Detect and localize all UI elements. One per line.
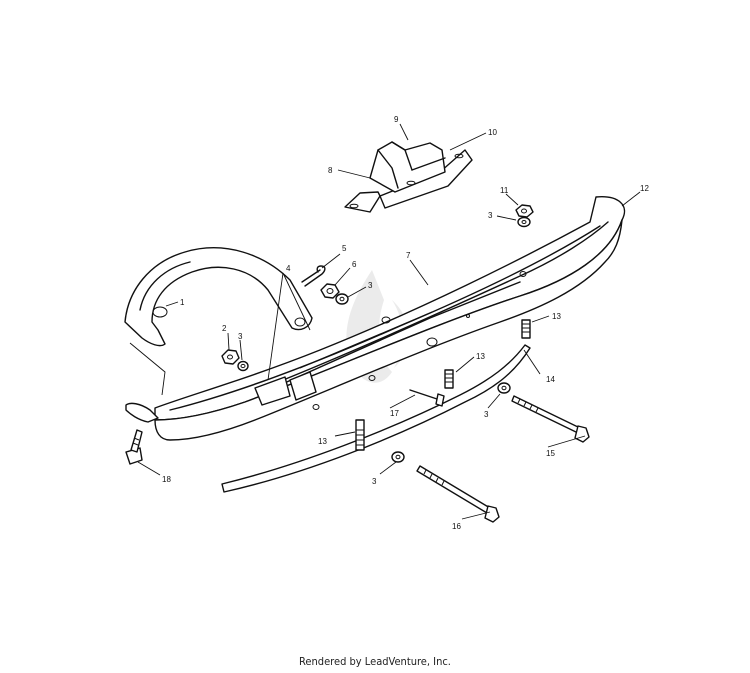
wear-bar-part xyxy=(221,344,531,493)
nut-part-top xyxy=(515,204,534,228)
callout-17: 17 xyxy=(390,409,399,418)
callout-1: 1 xyxy=(180,298,185,307)
stud-part-c xyxy=(355,419,365,451)
washer-part-lower xyxy=(391,451,405,463)
callout-5: 5 xyxy=(342,244,347,253)
washer-part-upper xyxy=(335,293,349,305)
callout-4: 4 xyxy=(286,264,291,273)
callout-13b: 13 xyxy=(476,352,485,361)
ski-body-part xyxy=(154,196,626,441)
callout-9: 9 xyxy=(394,115,399,124)
bolt-part-16 xyxy=(416,465,500,523)
callout-3c: 3 xyxy=(488,211,493,220)
callout-8: 8 xyxy=(328,166,333,175)
callout-18: 18 xyxy=(162,475,171,484)
nut-part-left xyxy=(221,349,249,372)
callout-10: 10 xyxy=(488,128,497,137)
callout-3d: 3 xyxy=(484,410,489,419)
cotter-pin-part xyxy=(301,265,326,287)
callout-3e: 3 xyxy=(372,477,377,486)
bolt-part-18 xyxy=(125,429,143,465)
bolt-part-15 xyxy=(511,395,590,443)
callout-11: 11 xyxy=(500,186,509,195)
callout-14: 14 xyxy=(546,375,555,384)
callout-13c: 13 xyxy=(318,437,327,446)
castle-nut-part xyxy=(320,283,340,299)
callout-15: 15 xyxy=(546,449,555,458)
callout-6: 6 xyxy=(352,260,357,269)
callout-16: 16 xyxy=(452,522,461,531)
pin-part-17 xyxy=(409,389,445,407)
callout-3b: 3 xyxy=(368,281,373,290)
washer-part-mid xyxy=(497,382,511,394)
callout-labels: 1 2 3 3 3 3 3 4 5 6 7 8 9 10 11 12 13 13… xyxy=(162,115,649,531)
saddle-bracket-part xyxy=(344,141,473,213)
leader-lines xyxy=(129,123,641,520)
stud-part-a xyxy=(521,319,531,339)
stud-part-b xyxy=(444,369,454,389)
ski-loop-part xyxy=(124,247,313,423)
callout-7: 7 xyxy=(406,251,411,260)
callout-12: 12 xyxy=(640,184,649,193)
callout-13a: 13 xyxy=(552,312,561,321)
footer-credit: Rendered by LeadVenture, Inc. xyxy=(299,655,451,668)
callout-3a: 3 xyxy=(238,332,243,341)
callout-2: 2 xyxy=(222,324,227,333)
